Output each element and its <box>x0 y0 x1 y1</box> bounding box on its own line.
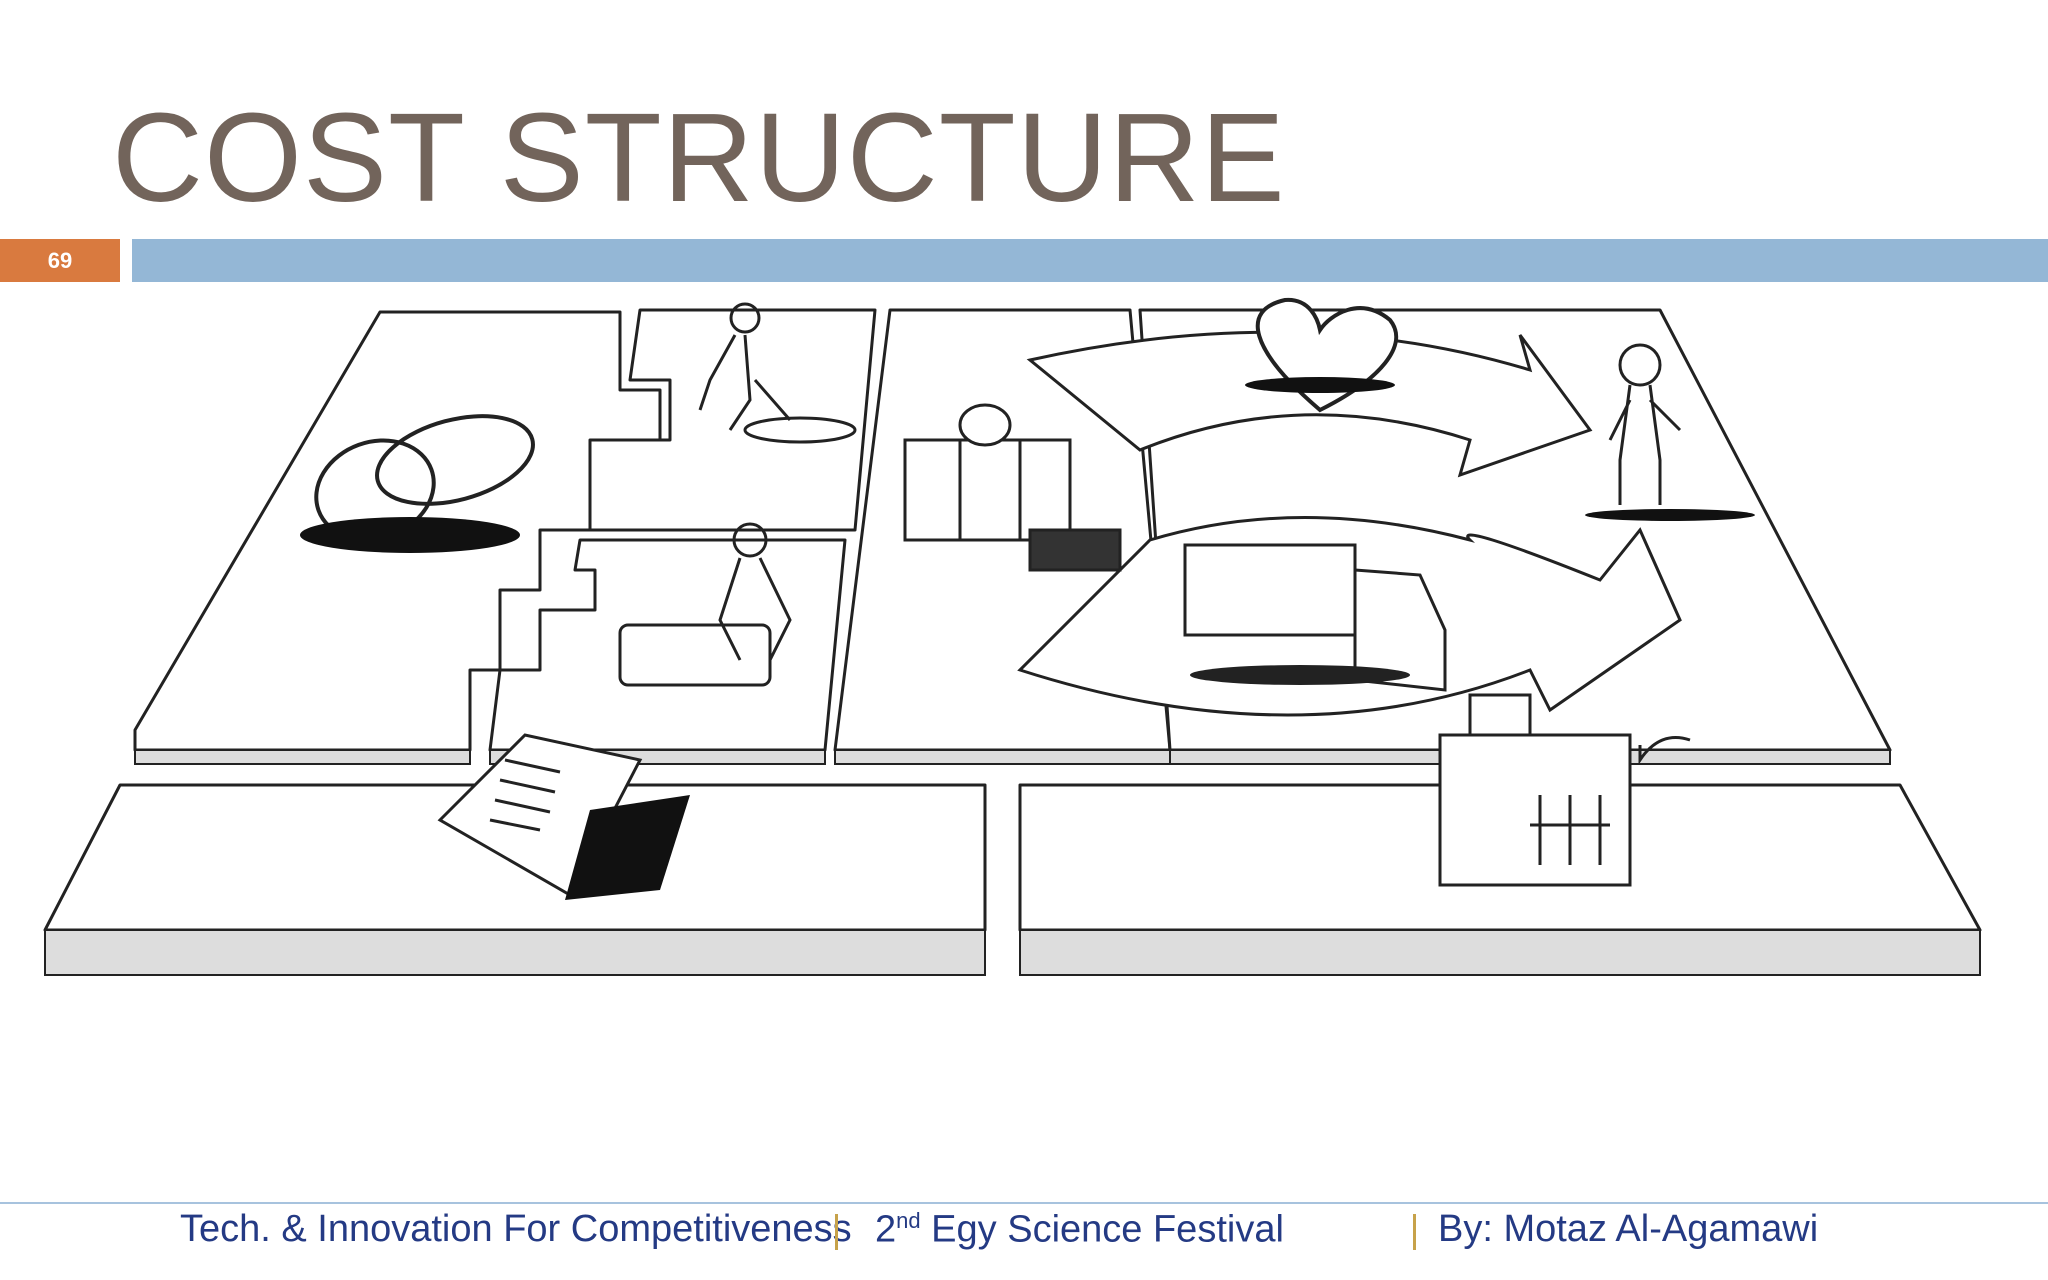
footer-center-prefix: 2 <box>875 1208 897 1251</box>
digging-worker-icon <box>698 302 857 444</box>
business-model-canvas-illustration <box>43 297 1982 976</box>
footer-separator-1 <box>835 1214 838 1250</box>
key-activities-block <box>588 308 877 532</box>
invoice-document-icon <box>437 733 690 900</box>
footer-center-sup: nd <box>896 1208 921 1233</box>
footer-left-text: Tech. & Innovation For Competitiveness <box>180 1208 852 1250</box>
footer-separator-2 <box>1413 1214 1416 1250</box>
title-underline-bar <box>132 239 2048 282</box>
footer-center-text: 2nd Egy Science Festival <box>875 1208 1284 1252</box>
footer-center-suffix: Egy Science Festival <box>920 1208 1284 1251</box>
truck-icon <box>1183 543 1447 692</box>
gift-box-icon <box>903 403 1122 572</box>
customer-person-icon <box>1585 343 1755 521</box>
worker-with-machine-icon <box>618 522 792 687</box>
rings-icon <box>300 414 535 553</box>
key-resources-block <box>488 538 847 752</box>
heart-icon <box>1245 297 1399 413</box>
cash-register-icon <box>1438 693 1691 887</box>
slide-title: COST STRUCTURE <box>112 87 1286 228</box>
page-number-badge: 69 <box>0 239 120 282</box>
footer-right-text: By: Motaz Al-Agamawi <box>1438 1208 1819 1250</box>
footer-divider <box>0 1202 2048 1204</box>
